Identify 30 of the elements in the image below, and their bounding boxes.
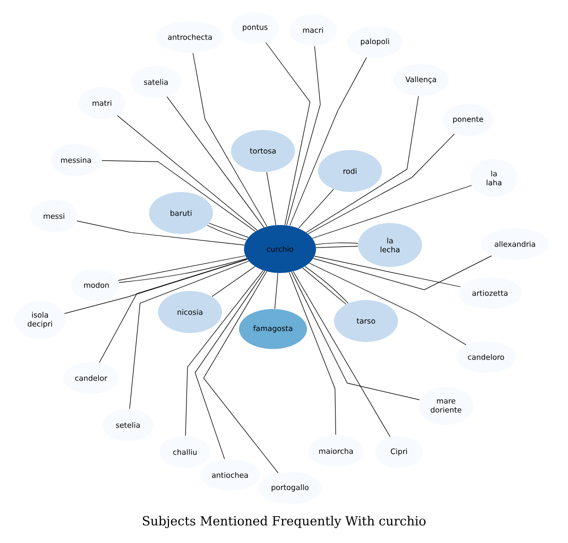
connector-line xyxy=(286,46,321,226)
connector-line xyxy=(192,52,268,227)
connector-line xyxy=(266,172,276,226)
connector-line xyxy=(309,262,466,346)
connector-line xyxy=(102,160,256,232)
connector-line xyxy=(99,258,248,363)
connector-line xyxy=(306,96,419,233)
connector-line xyxy=(298,188,334,229)
connector-line xyxy=(265,42,310,226)
connector-line xyxy=(289,57,367,226)
connector-line xyxy=(274,272,278,310)
connector-line xyxy=(292,271,390,438)
connector-line xyxy=(129,260,249,410)
connector-line xyxy=(166,96,264,228)
connector-line xyxy=(313,256,492,290)
connector-line xyxy=(117,115,258,231)
connector-line xyxy=(288,272,336,436)
connector-line xyxy=(314,256,461,288)
connector-line xyxy=(291,272,420,400)
connector-line xyxy=(308,134,455,234)
chart-title: Subjects Mentioned Frequently With curchio xyxy=(142,516,426,528)
connector-line xyxy=(315,242,358,245)
connector-line xyxy=(194,270,266,460)
connector-line xyxy=(312,185,472,239)
connector-line xyxy=(212,266,256,297)
connector-line xyxy=(76,220,245,246)
connector-line xyxy=(316,246,358,248)
connector-line xyxy=(64,259,248,314)
connector-line xyxy=(185,270,264,436)
connector-line xyxy=(203,271,278,474)
